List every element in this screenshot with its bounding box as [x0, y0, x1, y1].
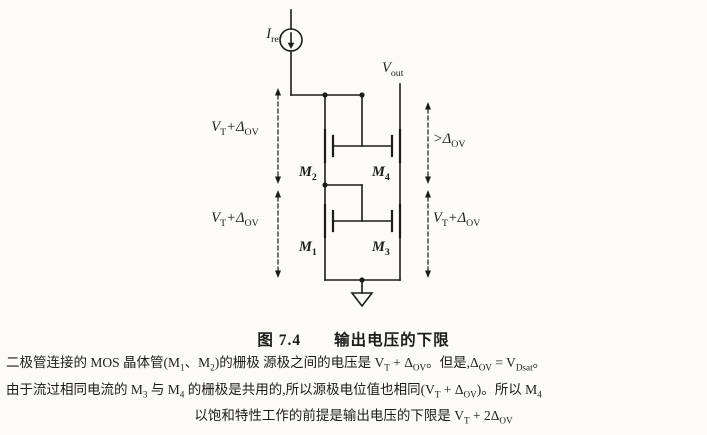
figure-text-line-2: 由于流过相同电流的 M3 与 M4 的栅极是共用的,所以源极电位值也相同(VT …: [6, 381, 542, 400]
figure-description: 二极管连接的 MOS 晶体管(M1、M2)的栅极 源极之间的电压是 VT + Δ…: [6, 352, 701, 432]
vout-label: Vout: [382, 60, 404, 79]
connection-dots: [322, 92, 365, 283]
annotation-left-upper: VT+ΔOV: [211, 119, 259, 138]
figure-text-line-1: 二极管连接的 MOS 晶体管(M1、M2)的栅极 源极之间的电压是 VT + Δ…: [6, 355, 547, 373]
transistor-m3: [390, 203, 402, 239]
transistor-m4-label: M4: [372, 164, 390, 183]
figure-text-line-3: 以饱和特性工作的前提是输出电压的下限是 VT + 2ΔOV: [194, 408, 513, 427]
vgs-arrow-left-lower: [275, 190, 281, 278]
vgs-arrow-right-lower: [425, 190, 431, 278]
annotation-left-lower: VT+ΔOV: [211, 210, 259, 229]
circuit-figure: Iref Vout M2 M4 M1 M3 VT+ΔOV VT+ΔOV >ΔOV…: [211, 9, 481, 308]
figure-caption: 图 7.4 输出电压的下限: [257, 332, 450, 349]
annotation-right-lower: VT+ΔOV: [433, 210, 481, 229]
vds-arrow-right-upper: [425, 102, 431, 184]
iref-label: Iref: [266, 26, 282, 45]
current-source: [279, 9, 303, 96]
ground-symbol: [350, 292, 374, 308]
transistor-m1-label: M1: [299, 239, 317, 258]
transistor-m2-label: M2: [299, 164, 317, 183]
transistor-m3-label: M3: [372, 239, 390, 258]
vgs-arrow-left-upper: [275, 88, 281, 184]
circuit-schematic: [275, 9, 431, 308]
wires: [290, 83, 401, 294]
transistor-m2: [323, 128, 335, 164]
transistor-m1: [323, 203, 335, 239]
annotation-right-upper: >ΔOV: [433, 131, 466, 150]
transistor-m4: [390, 128, 402, 164]
